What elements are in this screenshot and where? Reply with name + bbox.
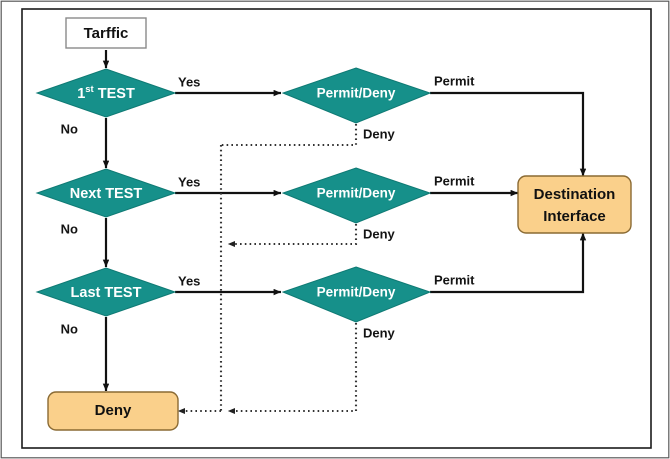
node-destination-interface[interactable]: Destination Interface [517,175,632,234]
node-permit-deny-3[interactable]: Permit/Deny [281,266,432,323]
node-permit-deny-2[interactable]: Permit/Deny [281,167,432,224]
node-permit-deny-2-label: Permit/Deny [317,186,396,201]
edge-label-deny-2: Deny [363,226,396,241]
edge-label-permit-1: Permit [434,73,475,88]
node-permit-deny-3-label: Permit/Deny [317,285,396,300]
edge-pd3-deny [227,323,358,415]
edge-pd2-deny [227,224,358,248]
frame-inner-border [21,8,652,449]
node-test2[interactable]: Next TEST [35,168,177,218]
node-traffic[interactable]: Tarffic [65,17,147,49]
edge-label-no-2: No [61,221,78,236]
node-permit-deny-1-label: Permit/Deny [317,86,396,101]
edge-label-deny-1: Deny [363,126,396,141]
edge-label-no-1: No [61,121,78,136]
edge-label-permit-3: Permit [434,272,475,287]
edge-label-permit-2: Permit [434,173,475,188]
node-destination-label-line1: Destination [534,186,616,203]
node-test2-label: Next TEST [70,186,143,202]
edge-label-yes-1: Yes [178,74,200,89]
edge-label-yes-2: Yes [178,174,200,189]
edge-permit1-to-destination [430,91,587,177]
node-traffic-label: Tarffic [84,25,129,42]
edge-permit3-to-destination [430,232,587,294]
node-deny[interactable]: Deny [47,391,179,431]
node-deny-label: Deny [95,402,132,419]
edge-pd1-deny [221,124,358,147]
node-test1-label: 1st TEST [77,84,135,102]
node-test3[interactable]: Last TEST [35,267,177,317]
node-permit-deny-1[interactable]: Permit/Deny [281,67,432,124]
edge-label-no-3: No [61,321,78,336]
edge-label-deny-3: Deny [363,325,396,340]
node-test3-label: Last TEST [71,285,142,301]
edge-label-yes-3: Yes [178,273,200,288]
node-test1[interactable]: 1st TEST [35,68,177,118]
node-destination-label-line2: Interface [543,208,606,225]
